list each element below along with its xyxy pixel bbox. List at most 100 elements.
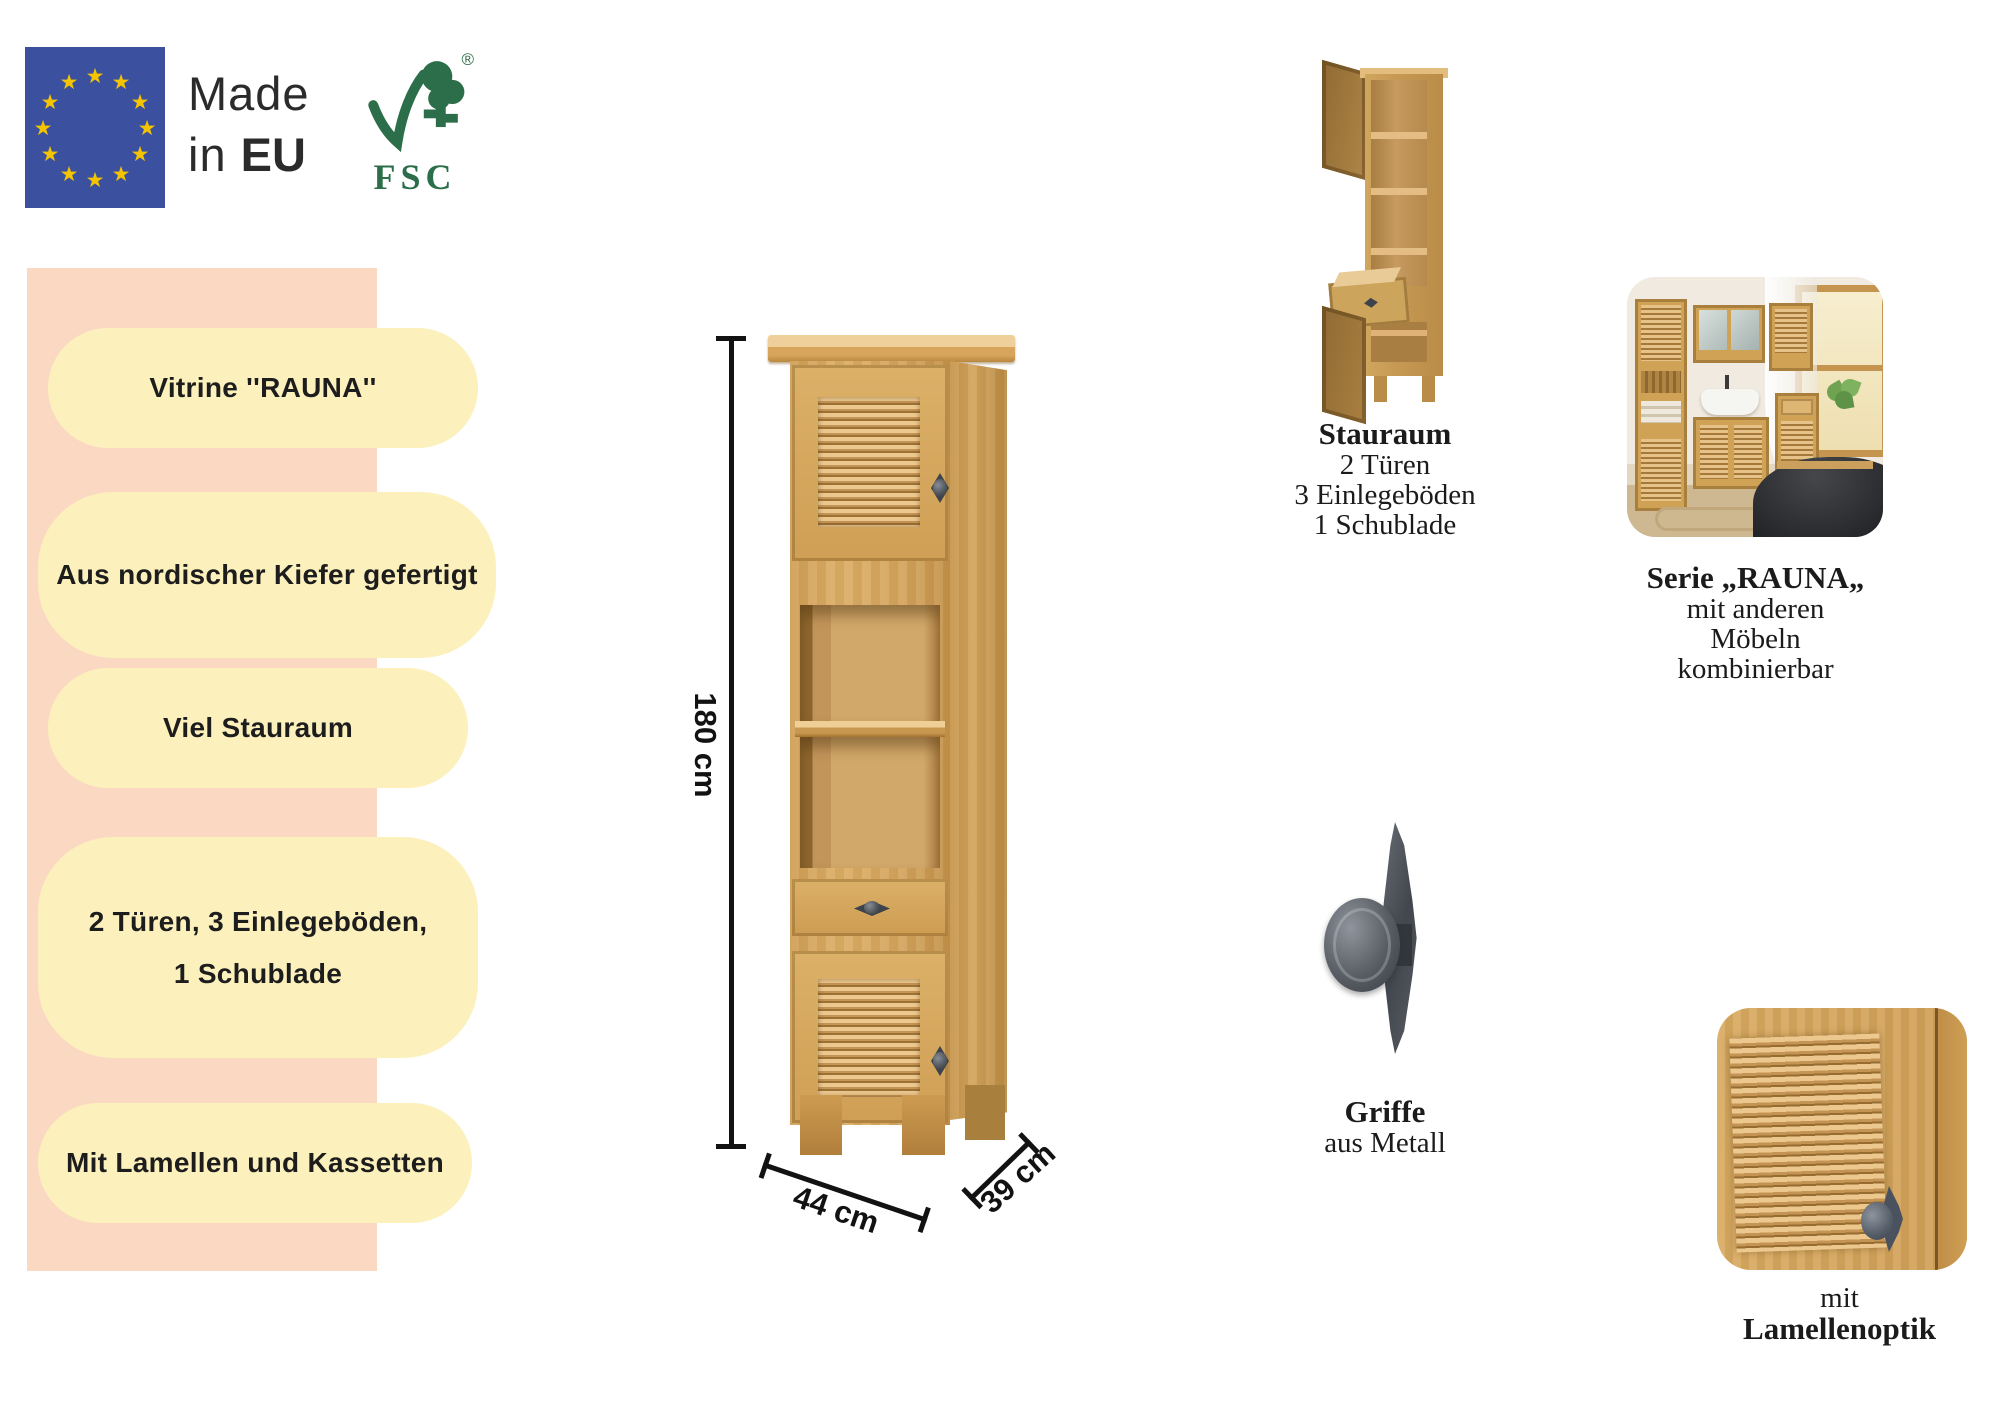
shelf	[1371, 188, 1427, 195]
feature-pill-title: Vitrine ''RAUNA''	[48, 328, 478, 448]
bath-tray	[1777, 461, 1873, 469]
door-knob	[933, 1052, 947, 1070]
panel-seam	[1935, 1008, 1938, 1270]
star-icon	[39, 92, 61, 114]
cabinet-lower-interior	[1371, 322, 1427, 362]
stauraum-caption: Stauraum 2 Türen 3 Einlegeböden 1 Schubl…	[1280, 416, 1490, 541]
cabinet-cornice	[768, 335, 1015, 362]
mirror-pane	[1731, 310, 1759, 350]
eu-word: EU	[240, 128, 306, 181]
feature-text: Aus nordischer Kiefer gefertigt	[56, 559, 478, 590]
dimension-cap	[716, 1144, 746, 1149]
eu-flag	[25, 47, 165, 208]
griffe-caption: Griffe aus Metall	[1300, 1094, 1470, 1159]
faucet	[1725, 375, 1729, 391]
griffe-subtitle: aus Metall	[1324, 1127, 1446, 1159]
serie-title: Serie „RAUNA„	[1646, 560, 1865, 595]
open-bottom-door	[1322, 305, 1366, 425]
stauraum-line: 1 Schublade	[1313, 509, 1457, 541]
cabinet-interior	[1371, 80, 1427, 286]
star-icon	[58, 164, 80, 186]
in-word: in	[188, 128, 227, 181]
feature-pill-storage: Viel Stauraum	[48, 668, 468, 788]
feature-text: Mit Lamellen und Kassetten	[65, 1147, 445, 1178]
serie-line: Möbeln	[1710, 623, 1801, 655]
cabinet-side-panel	[950, 361, 1007, 1120]
cabinet-foot	[965, 1085, 1005, 1140]
stauraum-line: 3 Einlegeböden	[1294, 479, 1476, 511]
cabinet-front	[790, 361, 950, 1125]
height-dimension-label: 180 cm	[688, 692, 723, 798]
cabinet-foot	[1422, 376, 1435, 402]
drawer-knob	[1364, 297, 1379, 308]
drawer-knob	[864, 901, 880, 914]
open-cabinet-photo	[1310, 59, 1470, 425]
lamellen-caption: mit Lamellenoptik	[1737, 1283, 1942, 1345]
cabinet-top-board	[1360, 68, 1448, 78]
black-bathtub	[1753, 457, 1883, 537]
feature-text: Viel Stauraum	[162, 712, 354, 743]
handle-knob	[1324, 898, 1400, 992]
star-icon	[39, 144, 61, 166]
serie-line: mit anderen	[1686, 593, 1825, 625]
mirror-pane	[1699, 310, 1727, 350]
griffe-title: Griffe	[1344, 1094, 1426, 1129]
louver-panel	[818, 397, 920, 527]
washbasin	[1701, 389, 1759, 415]
lamellen-intro: mit	[1820, 1282, 1859, 1314]
towels	[1641, 401, 1681, 423]
serie-line: kombinierbar	[1677, 653, 1834, 685]
handle-knob	[1861, 1202, 1893, 1240]
star-icon	[110, 72, 132, 94]
mirror-cabinet	[1693, 305, 1765, 363]
star-icon	[129, 92, 151, 114]
vanity-cabinet	[1693, 417, 1769, 489]
side-panel	[1938, 1008, 1967, 1270]
cabinet-foot	[1374, 376, 1387, 402]
fsc-tree-check-icon	[368, 61, 465, 153]
louver-panel	[818, 979, 920, 1097]
bathroom-series-photo	[1627, 277, 1883, 537]
star-icon	[58, 72, 80, 94]
wall-cabinet	[1769, 303, 1813, 371]
open-shelf-niche-upper	[800, 605, 940, 721]
open-shelf-niche-lower	[800, 737, 940, 868]
star-icon	[129, 144, 151, 166]
lamellen-title: Lamellenoptik	[1743, 1311, 1936, 1346]
cabinet-top-door	[792, 365, 949, 561]
louver-door	[1734, 425, 1762, 479]
louver-door	[1700, 425, 1728, 479]
feature-text: 2 Türen, 3 Einlegeböden,	[88, 905, 428, 937]
shelf	[1371, 248, 1427, 255]
feature-text: Vitrine ''RAUNA''	[149, 372, 377, 403]
star-icon	[136, 118, 158, 140]
stauraum-line: 2 Türen	[1339, 449, 1431, 481]
shelf	[1371, 132, 1427, 139]
star-icon	[84, 170, 106, 192]
feature-pill-material: Aus nordischer Kiefer gefertigt	[38, 492, 496, 658]
plant	[1823, 376, 1865, 419]
drawer-interior	[1332, 267, 1402, 288]
louver-door-closeup-photo	[1717, 1008, 1967, 1270]
fsc-logo: ® FSC	[350, 48, 480, 208]
star-icon	[32, 118, 54, 140]
door-knob	[933, 479, 947, 497]
cabinet-foot	[800, 1095, 842, 1155]
shelf	[1371, 330, 1427, 336]
registered-trademark-symbol: ®	[461, 50, 474, 69]
cabinet-product-photo	[765, 330, 1025, 1170]
in-eu-words: in EU	[188, 127, 310, 182]
made-word: Made	[188, 67, 310, 120]
cabinet-drawer	[792, 879, 948, 936]
basket	[1641, 371, 1681, 393]
serie-caption: Serie „RAUNA„ mit anderen Möbeln kombini…	[1633, 560, 1878, 685]
feature-text: 1 Schublade	[173, 957, 343, 989]
metal-handle-photo	[1318, 822, 1468, 1062]
dimension-cap	[716, 336, 746, 341]
louver-door	[1641, 305, 1681, 361]
fsc-wordmark: FSC	[373, 157, 457, 197]
feature-pill-configuration: 2 Türen, 3 Einlegeböden, 1 Schublade	[38, 837, 478, 1058]
stauraum-title: Stauraum	[1318, 416, 1452, 451]
feature-pill-lamellen: Mit Lamellen und Kassetten	[38, 1103, 472, 1223]
